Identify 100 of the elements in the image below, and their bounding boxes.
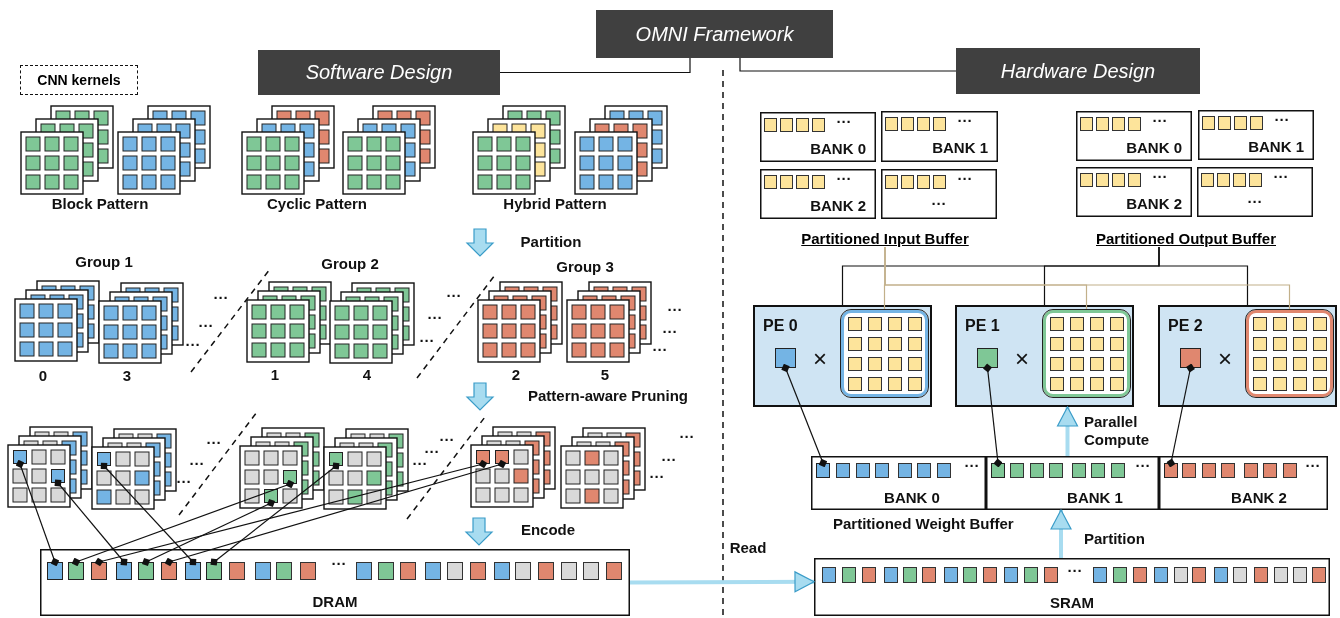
link-line [15, 459, 60, 567]
ellipsis: ··· [185, 336, 201, 354]
input-tile [1245, 309, 1334, 398]
link-line [94, 459, 488, 567]
ellipsis: ··· [419, 332, 435, 350]
ellipsis: ··· [652, 341, 668, 359]
link-line [100, 462, 197, 566]
pe-box [955, 305, 1134, 407]
ellipsis: ··· [1066, 562, 1084, 580]
bank-box [1076, 167, 1192, 217]
connector-line [499, 57, 691, 74]
ellipsis: ··· [835, 113, 853, 131]
ellipsis: ··· [446, 287, 462, 305]
bank-label: BANK 0 [1125, 139, 1182, 157]
ellipsis: ··· [1273, 111, 1291, 129]
header-box: OMNI Framework [596, 10, 833, 58]
ellipsis: ··· [176, 473, 192, 491]
ellipsis: ··· [649, 468, 665, 486]
link-line [71, 479, 295, 567]
ellipsis: ··· [206, 434, 222, 452]
link-line [1166, 363, 1195, 468]
bank-box [1198, 110, 1314, 160]
multiply-sign: × [1014, 347, 1030, 371]
pe-label: PE 2 [1168, 317, 1204, 335]
ellipsis: ··· [661, 451, 677, 469]
ellipsis: ··· [1246, 193, 1264, 211]
pattern-label: Hybrid Pattern [503, 195, 607, 213]
block-arrow [1050, 509, 1072, 558]
kernel-weight-cell [495, 450, 509, 464]
group-label: Group 3 [556, 258, 614, 276]
bank-label: BANK 0 [883, 489, 941, 507]
link-line [141, 498, 276, 567]
bank-label: BANK 2 [1125, 195, 1182, 213]
step-label: Pattern-aware Pruning [528, 387, 688, 405]
kernel-weight-cell [97, 452, 111, 466]
kernel-index: 3 [122, 367, 132, 385]
link-line [210, 462, 340, 566]
pe-box [753, 305, 932, 407]
memory-cell [68, 562, 84, 580]
block-arrow [1056, 406, 1079, 456]
kernel-weight-cell [476, 450, 490, 464]
ellipsis: ··· [956, 170, 974, 188]
ellipsis: ··· [963, 457, 981, 475]
ellipsis: ··· [198, 317, 214, 335]
bank-box [760, 169, 876, 219]
memory-box [814, 558, 1330, 616]
memory-cell [138, 562, 154, 580]
buffer-title: Partitioned Input Buffer [785, 229, 985, 247]
bank-label: BANK 0 [809, 140, 866, 158]
kernel-weight-cell [329, 452, 343, 466]
bank-box [760, 112, 876, 162]
connector-line [1158, 246, 1249, 306]
kernel-index: 5 [600, 366, 610, 384]
memory-cell [116, 562, 132, 580]
ellipsis: ··· [427, 309, 443, 327]
input-tile [840, 309, 929, 398]
block-arrow [630, 571, 815, 593]
connector-line [739, 57, 957, 72]
ellipsis: ··· [956, 112, 974, 130]
buffer-title: Partitioned Weight Buffer [833, 515, 1015, 533]
memory-box [40, 549, 630, 616]
ellipsis: ··· [679, 428, 695, 446]
memory-cell [775, 348, 796, 368]
bank-label: BANK 2 [809, 197, 866, 215]
ellipsis: ··· [667, 301, 683, 319]
kernel-index: 0 [38, 367, 48, 385]
pe-box [1158, 305, 1337, 407]
ellipsis: ··· [189, 455, 205, 473]
multiply-sign: × [812, 347, 828, 371]
bank-box [1197, 167, 1313, 217]
kernel-weight-cell [51, 469, 65, 483]
kernel-index: 2 [511, 366, 521, 384]
memory-cell [206, 562, 222, 580]
link-line [54, 479, 128, 566]
memory-cell [161, 562, 177, 580]
header-box: Software Design [258, 50, 500, 95]
buffer-title: Partitioned Output Buffer [1079, 229, 1293, 247]
ellipsis: ··· [835, 170, 853, 188]
memory-cell [185, 562, 201, 580]
memory-cell [47, 562, 63, 580]
bank-label: BANK 2 [1230, 489, 1288, 507]
ellipsis: ··· [662, 323, 678, 341]
link-line [164, 459, 507, 567]
memory-cell [1180, 348, 1201, 368]
group-label: Group 2 [321, 255, 379, 273]
kernel-index: 1 [270, 366, 280, 384]
ellipsis: ··· [930, 195, 948, 213]
ellipsis: ··· [1304, 457, 1322, 475]
input-tile [1042, 309, 1131, 398]
header-box: Hardware Design [956, 48, 1200, 94]
pattern-label: Cyclic Pattern [267, 195, 367, 213]
bank-label: BANK 1 [1066, 489, 1124, 507]
memory-cell [977, 348, 998, 368]
pe-label: PE 0 [763, 317, 799, 335]
bank-section [986, 456, 1159, 510]
memory-label: SRAM [1048, 594, 1096, 612]
link-line [983, 363, 1003, 468]
kernel-index: 4 [362, 366, 372, 384]
dashed-label-box: CNN kernels [20, 65, 138, 95]
ellipsis: ··· [330, 555, 348, 573]
